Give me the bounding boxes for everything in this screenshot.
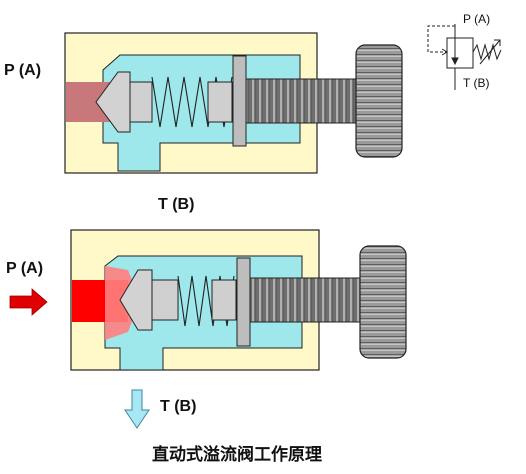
caption: 直动式溢流阀工作原理 (152, 445, 322, 465)
top-inlet-label: P (A) (4, 62, 42, 79)
symbol-flow-arrowhead (451, 57, 459, 66)
bottom-adjusting-plate (236, 257, 251, 347)
symbol-box (446, 37, 474, 69)
bottom-valve (70, 229, 407, 371)
bottom-spring-seat (211, 279, 237, 321)
symbol-inlet-label: P (A) (463, 12, 491, 26)
symbol-spring-adjust-line (479, 39, 501, 65)
symbol-pilot-line (427, 25, 455, 53)
arrow-down-icon (124, 389, 150, 429)
top-adjusting-knob (355, 44, 403, 158)
top-poppet-stem (129, 81, 153, 123)
top-valve (64, 32, 403, 174)
top-spring-seat (207, 81, 233, 123)
bottom-outlet-label: T (B) (160, 398, 197, 415)
bottom-inlet-label: P (A) (6, 260, 44, 277)
symbol-pilot-arrowhead (441, 48, 448, 56)
bottom-adjusting-knob (359, 245, 407, 359)
bottom-adjusting-screw (249, 277, 363, 323)
top-outlet-label: T (B) (158, 196, 195, 213)
arrow-right-icon (9, 288, 48, 316)
symbol-spring (472, 43, 502, 61)
symbol-outlet-label: T (B) (463, 76, 490, 90)
top-adjusting-screw (245, 78, 359, 124)
top-adjusting-plate (232, 55, 247, 147)
symbol-spring-adjust-arrowhead (494, 39, 501, 46)
bottom-poppet-stem (151, 279, 179, 321)
relief-valve-symbol (427, 24, 502, 90)
